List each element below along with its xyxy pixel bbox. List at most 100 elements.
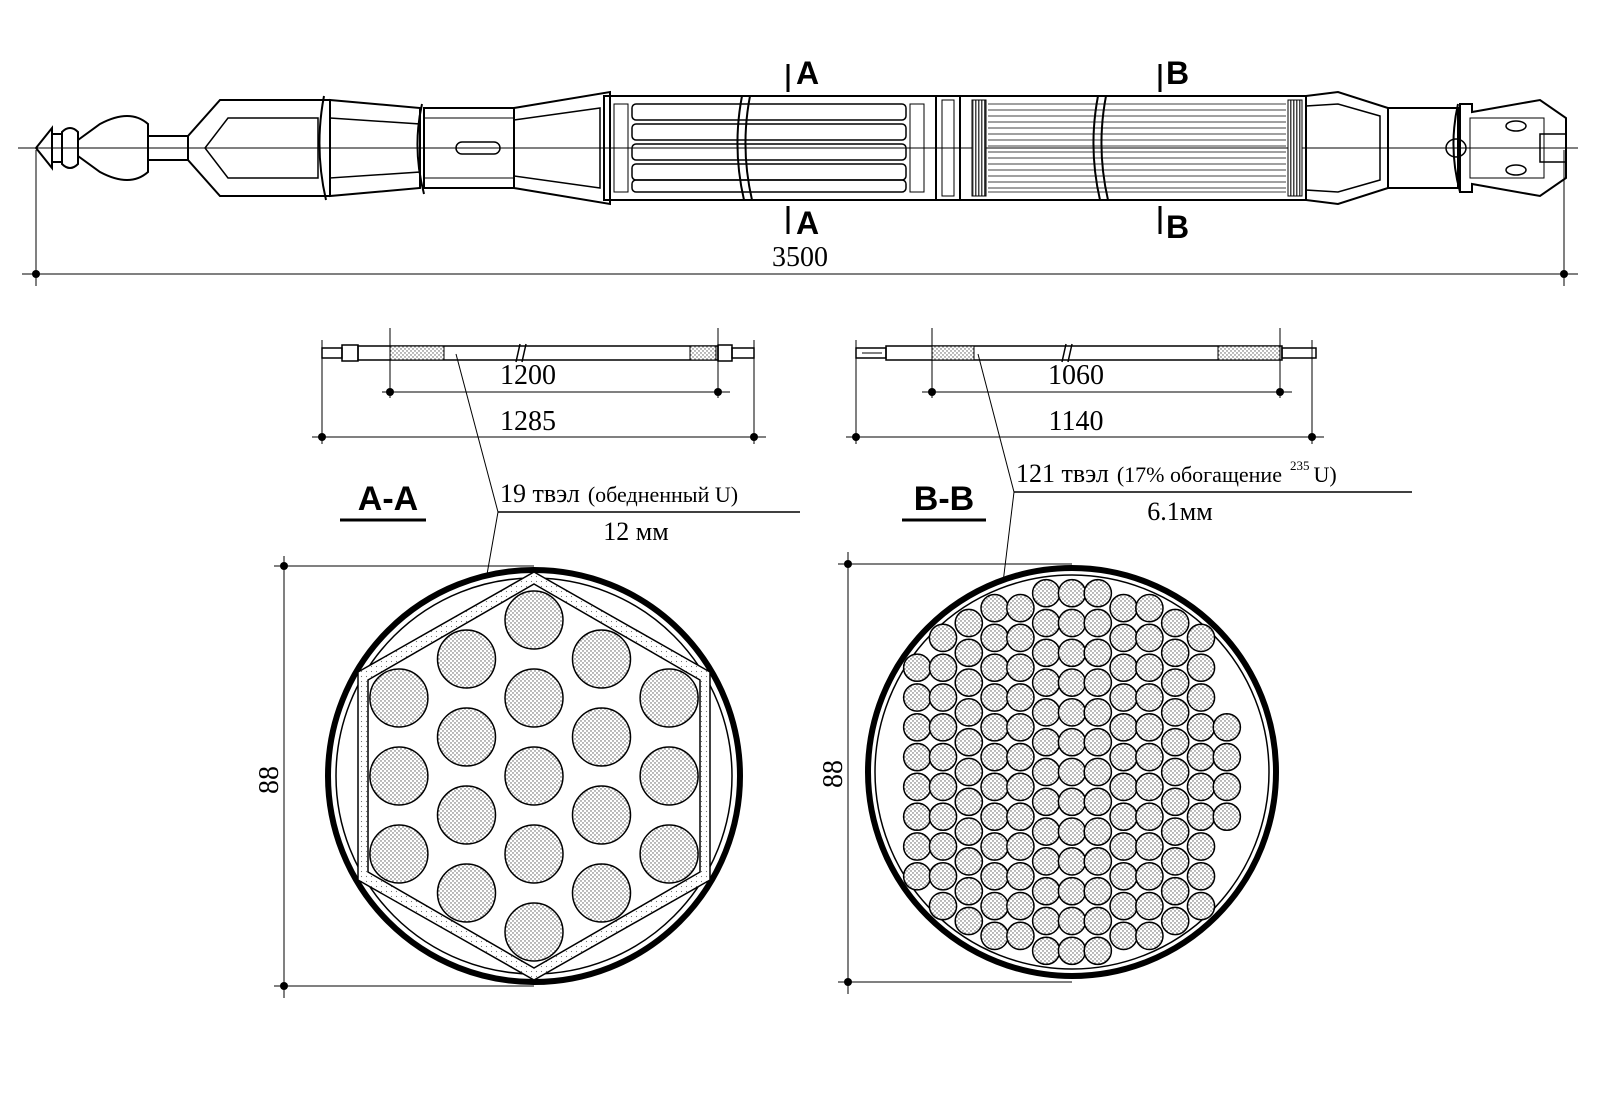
section-cut-a: A A xyxy=(786,55,819,241)
fuel-rod-a-section xyxy=(436,629,497,689)
fuel-rod-b-section xyxy=(1006,772,1035,802)
fuel-rod-b-section xyxy=(1057,787,1087,817)
fuel-rod-b-section xyxy=(1083,936,1113,966)
callout-a-note: (обедненный U) xyxy=(588,482,738,507)
fuel-rod-b-section xyxy=(1160,757,1190,787)
fuel-rod-b-section xyxy=(1186,623,1216,653)
fuel-rod-b-section xyxy=(1031,847,1061,876)
fuel-rod-b-section xyxy=(928,861,958,891)
fuel-rod-b-section xyxy=(1135,832,1164,861)
transition-tube xyxy=(423,90,611,206)
callout-b-diameter: 6.1мм xyxy=(1147,497,1212,526)
fuel-rod-b-section xyxy=(928,653,958,683)
overall-length-dimension: 3500 xyxy=(22,150,1578,286)
fuel-rod-b-section xyxy=(902,683,932,712)
fuel-rod-a: 1200 1285 xyxy=(312,328,766,444)
fuel-rod-b-section xyxy=(928,772,958,802)
fuel-rod-b-section xyxy=(1109,802,1138,832)
fuel-rod-b-section xyxy=(1135,623,1164,653)
callout-b-sup: 235 xyxy=(1290,458,1310,473)
assembly-tip xyxy=(34,115,189,181)
fuel-rod-b-section xyxy=(1057,608,1087,638)
section-a-a: A-A 88 xyxy=(254,480,743,998)
fuel-rod-b-section xyxy=(1135,712,1164,742)
fuel-rod-b-section xyxy=(902,742,932,772)
fuel-rod-b-section xyxy=(1031,757,1061,787)
fuel-rod-a-section xyxy=(504,590,564,650)
fuel-rod-a-section xyxy=(571,707,632,767)
fuel-rod-b-section xyxy=(928,712,958,742)
overall-length-label: 3500 xyxy=(772,242,828,273)
fuel-rod-b-section xyxy=(1083,668,1113,697)
fuel-rod-b-section xyxy=(980,683,1009,712)
fuel-rod-b-section xyxy=(1057,847,1087,876)
fuel-rod-a-section xyxy=(504,902,564,962)
fuel-rod-b-section xyxy=(1031,906,1061,936)
fuel-rod-b-section xyxy=(954,876,984,906)
fuel-rod-b-section xyxy=(1031,638,1061,668)
fuel-rod-b-section xyxy=(1109,891,1138,921)
fuel-rod-a-section xyxy=(504,746,564,806)
fuel-rod-b-section xyxy=(1006,832,1035,861)
fuel-rod-b-section xyxy=(1057,727,1087,757)
fuel-rod-b-section xyxy=(1031,787,1061,817)
fuel-rod-b-section xyxy=(1186,891,1216,921)
fuel-rod-a-section xyxy=(436,863,497,923)
fuel-rod-b-section xyxy=(1109,742,1138,772)
fuel-rod-b-section xyxy=(1212,802,1242,832)
fuel-rod-b-section xyxy=(1160,638,1190,668)
fuel-rod-b-section xyxy=(1083,906,1113,936)
fuel-rod-b-section xyxy=(1135,921,1164,951)
fuel-rod-b-section xyxy=(902,772,932,802)
fuel-rod-b-section xyxy=(1083,757,1113,787)
fuel-rod-b-section xyxy=(1057,936,1087,966)
fuel-rod-b-section xyxy=(1057,638,1087,668)
fuel-rod-b-section xyxy=(902,712,932,742)
fuel-rod-b-section xyxy=(1109,712,1138,742)
fuel-rod-b-section xyxy=(1135,861,1164,891)
fuel-rod-b-section xyxy=(1186,772,1216,802)
section-a-rods xyxy=(369,590,699,962)
callout-b-count: 121 твэл xyxy=(1016,459,1109,488)
fuel-rod-b-section xyxy=(1031,936,1061,966)
fuel-rod-b-section xyxy=(1031,876,1061,906)
section-b-b: B-B 88 xyxy=(818,480,1279,994)
fuel-rod-b-section xyxy=(1057,817,1087,846)
fuel-rod-b-section xyxy=(980,593,1009,623)
fuel-rod-b-section xyxy=(1212,772,1242,802)
fuel-rod-b-section xyxy=(1160,727,1190,757)
fuel-rod-b-section xyxy=(954,727,984,757)
fuel-rod-a-section xyxy=(369,824,429,884)
fuel-rod-b-section xyxy=(1109,653,1138,683)
fuel-rod-b-section xyxy=(954,787,984,817)
fuel-rod-b-section xyxy=(1006,712,1035,742)
rod-b-active-length: 1060 xyxy=(1048,360,1104,391)
fuel-rod-b-section xyxy=(1083,638,1113,668)
fuel-rod-b-section xyxy=(1006,921,1035,951)
fuel-rod-b-section xyxy=(1083,817,1113,846)
fuel-zone-a xyxy=(603,95,961,201)
fuel-rod-b-section xyxy=(1135,683,1164,712)
fuel-rod-b-section xyxy=(1031,668,1061,697)
fuel-rod-b-section xyxy=(1031,578,1061,608)
fuel-rod-b-section xyxy=(1083,876,1113,906)
fuel-rod-b-section xyxy=(1160,906,1190,936)
fuel-rod-b-section xyxy=(980,653,1009,683)
fuel-rod-b-section xyxy=(1109,683,1138,712)
fuel-rod-b-section xyxy=(980,861,1009,891)
fuel-rod-b-section xyxy=(980,921,1009,951)
fuel-rod-b-section xyxy=(1031,608,1061,638)
fuel-rod-b-section xyxy=(1135,802,1164,832)
section-mark-a-bottom: A xyxy=(796,205,819,241)
assembly-side-view: A A B B 3500 xyxy=(18,55,1578,286)
fuel-rod-b-section xyxy=(954,608,984,638)
fuel-rod-b-section xyxy=(980,623,1009,653)
fuel-rod-b-section xyxy=(1109,593,1138,623)
section-b-diameter-dimension: 88 xyxy=(818,552,1072,994)
fuel-rod-b-section xyxy=(1006,861,1035,891)
fuel-rod-b-section xyxy=(1212,712,1242,742)
fuel-rod-b-section xyxy=(1057,668,1087,697)
fuel-rod-b-section xyxy=(1057,698,1087,727)
fuel-rod-b-section xyxy=(1186,832,1216,861)
